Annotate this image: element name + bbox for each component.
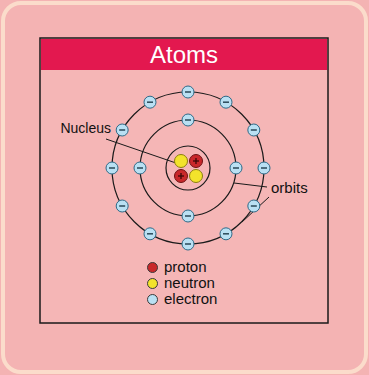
electron-circle [134, 162, 146, 174]
proton-dot [190, 155, 203, 168]
leader-line [234, 183, 267, 187]
minus-sign [147, 101, 153, 102]
title-band: Atoms [41, 39, 327, 70]
electron-dot [134, 162, 146, 174]
title-text: Atoms [150, 41, 218, 69]
orbits-label: orbits [270, 180, 309, 197]
minus-sign [185, 119, 191, 120]
minus-sign [261, 167, 267, 168]
leader-line [106, 139, 176, 163]
electron-dot [220, 96, 232, 108]
electron-dot [182, 86, 194, 98]
electron-circle [220, 228, 232, 240]
electron-circle [106, 162, 118, 174]
legend-swatch [147, 294, 158, 305]
neutron-dot [175, 155, 188, 168]
electron-circle [258, 162, 270, 174]
electron-circle [116, 200, 128, 212]
electron-dot [230, 162, 242, 174]
electron-dot [258, 162, 270, 174]
electron-dot [116, 200, 128, 212]
minus-sign [185, 215, 191, 216]
nucleus-label: Nucleus [59, 121, 112, 136]
legend-text: neutron [164, 275, 215, 291]
minus-sign [147, 233, 153, 234]
outer-orbit [112, 92, 264, 244]
minus-sign [233, 167, 239, 168]
electron-circle [144, 228, 156, 240]
nucleon-circle [175, 155, 188, 168]
nucleon-circle [190, 170, 203, 183]
electron-circle [182, 210, 194, 222]
leader-line [242, 197, 269, 222]
electron-dot [144, 96, 156, 108]
minus-sign [137, 167, 143, 168]
minus-sign [223, 233, 229, 234]
electron-circle [182, 238, 194, 250]
legend-entry: neutron [147, 275, 215, 291]
minus-sign [119, 129, 125, 130]
legend-text: electron [164, 291, 217, 307]
electron-circle [248, 200, 260, 212]
electron-circle [182, 86, 194, 98]
minus-sign [251, 129, 257, 130]
inner-orbit [140, 120, 236, 216]
card-border [3, 3, 366, 372]
minus-sign [223, 101, 229, 102]
plus-sign [195, 158, 196, 164]
legend-swatch [147, 278, 158, 289]
nucleon-circle [190, 155, 203, 168]
electron-dot [182, 238, 194, 250]
legend-entry: electron [147, 291, 217, 307]
minus-sign [185, 243, 191, 244]
legend-entry: proton [147, 259, 207, 275]
particle-group [106, 86, 270, 250]
electron-dot [248, 124, 260, 136]
electron-circle [248, 124, 260, 136]
electron-dot [220, 228, 232, 240]
legend-swatch [147, 262, 158, 273]
electron-dot [106, 162, 118, 174]
electron-circle [182, 114, 194, 126]
nucleon-circle [175, 170, 188, 183]
electron-dot [248, 200, 260, 212]
electron-circle [230, 162, 242, 174]
minus-sign [119, 205, 125, 206]
electron-dot [144, 228, 156, 240]
panel-frame [40, 38, 328, 323]
minus-sign [185, 91, 191, 92]
electron-circle [116, 124, 128, 136]
electron-circle [220, 96, 232, 108]
electron-dot [116, 124, 128, 136]
electron-circle [144, 96, 156, 108]
plus-sign [180, 173, 181, 179]
neutron-dot [190, 170, 203, 183]
minus-sign [251, 205, 257, 206]
legend-text: proton [164, 259, 207, 275]
electron-dot [182, 114, 194, 126]
minus-sign [109, 167, 115, 168]
electron-dot [182, 210, 194, 222]
proton-dot [175, 170, 188, 183]
nucleus-outline [166, 146, 210, 190]
